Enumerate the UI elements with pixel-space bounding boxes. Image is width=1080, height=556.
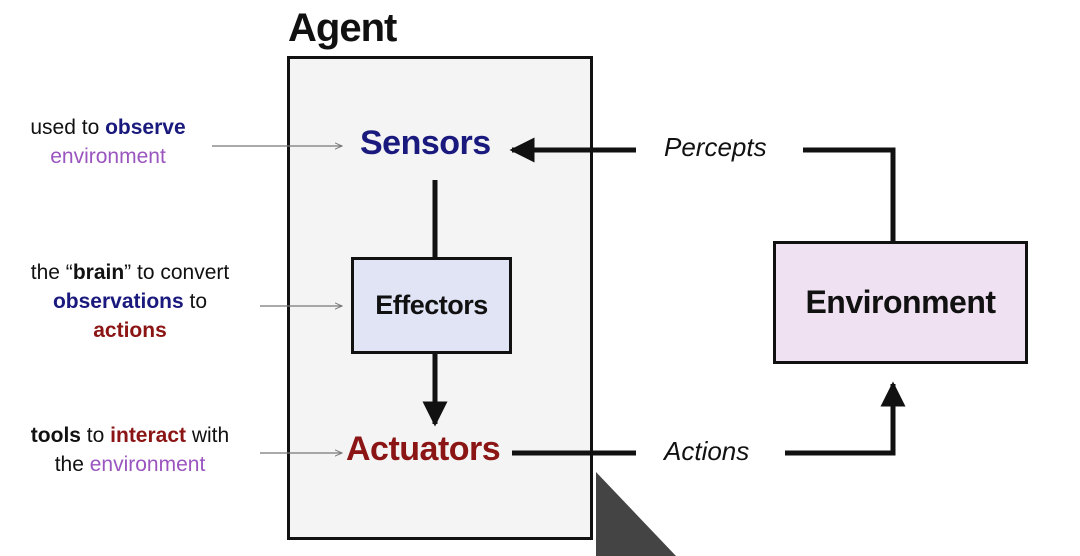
actions-emphasis: actions [93, 319, 167, 342]
actuators-annotation-line1: tools to interact with [30, 424, 230, 447]
actions-label: Actions [664, 436, 750, 466]
effectors-annotation-line2: observations to [52, 290, 208, 313]
environment-emphasis: environment [89, 453, 206, 476]
agent-box-shadow [596, 472, 676, 556]
percepts-label: Percepts [664, 132, 767, 162]
observations-emphasis: observations [52, 290, 184, 313]
sensors-annotation-line2: environment [50, 145, 166, 168]
actions-to-environment-arrow [785, 381, 906, 456]
sensors-annotation: used to observe environment [10, 113, 206, 171]
observe-emphasis: observe [105, 116, 186, 139]
effectors-annotation-line3: actions [10, 316, 250, 345]
environment-label: Environment [805, 284, 996, 320]
agent-box [287, 56, 593, 540]
actuators-label: Actuators [346, 430, 501, 468]
agent-title: Agent [288, 6, 397, 50]
sensors-annotation-line1: used to observe [30, 116, 186, 139]
environment-box: Environment [773, 241, 1028, 364]
actuators-annotation-line2: the environment [54, 453, 206, 476]
effectors-annotation-line1: the “brain” to convert [30, 261, 230, 284]
effectors-box: Effectors [351, 257, 512, 354]
environment-to-percepts-line [803, 147, 896, 241]
sensors-label: Sensors [360, 124, 491, 162]
effectors-annotation: the “brain” to convert observations to a… [10, 258, 250, 345]
interact-emphasis: interact [110, 424, 187, 447]
tools-emphasis: tools [30, 424, 81, 447]
brain-emphasis: brain [72, 261, 125, 284]
actuators-annotation: tools to interact with the environment [10, 421, 250, 479]
effectors-label: Effectors [375, 290, 488, 320]
